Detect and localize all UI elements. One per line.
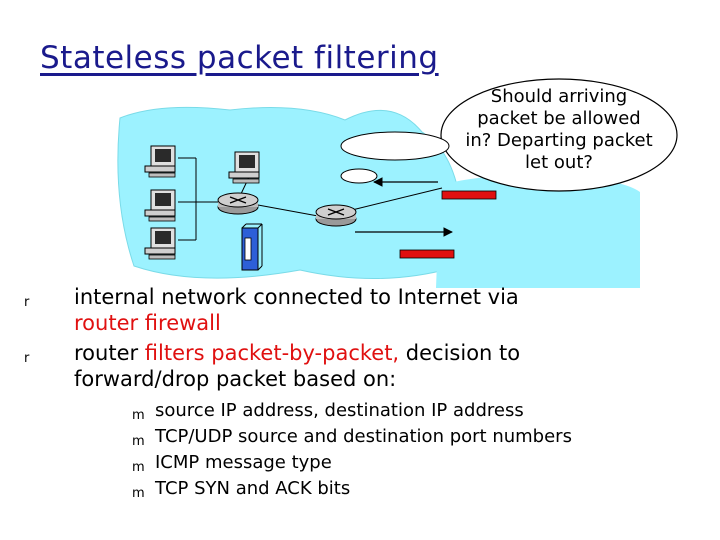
- bubble-line: let out?: [525, 152, 593, 173]
- bullet-item: r router filters packet-by-packet, decis…: [24, 340, 704, 502]
- network-diagram: [117, 78, 678, 288]
- sub-bullet-text: TCP SYN and ACK bits: [155, 478, 351, 499]
- packet-icon: [399, 249, 455, 259]
- thought-circle-large: [340, 131, 450, 161]
- bullet-highlight: router firewall: [74, 311, 221, 335]
- sub-bullet-list: m source IP address, destination IP addre…: [74, 398, 704, 502]
- packet-icon: [441, 190, 497, 200]
- bullet-text: router: [74, 341, 145, 365]
- bubble-line: in? Departing packet: [465, 130, 653, 151]
- sub-bullet-marker: m: [132, 408, 145, 423]
- sub-bullet-marker: m: [132, 486, 145, 501]
- bubble-line: Should arriving: [490, 86, 628, 107]
- bullet-marker: r: [24, 351, 30, 366]
- firewall-icon: [241, 223, 263, 271]
- bullet-list: r internal network connected to Internet…: [24, 284, 704, 506]
- bubble-line: packet be allowed: [477, 108, 641, 129]
- bullet-highlight: filters packet-by-packet,: [144, 341, 400, 365]
- sub-bullet-item: m TCP/UDP source and destination port num…: [132, 424, 704, 450]
- sub-bullet-item: m source IP address, destination IP addre…: [132, 398, 704, 424]
- bullet-marker: r: [24, 295, 30, 310]
- sub-bullet-text: TCP/UDP source and destination port numb…: [155, 426, 572, 447]
- speech-bubble-text: Should arriving packet be allowed in? De…: [456, 86, 662, 174]
- sub-bullet-marker: m: [132, 460, 145, 475]
- sub-bullet-item: m ICMP message type: [132, 450, 704, 476]
- router-icon: [217, 192, 259, 215]
- sub-bullet-text: source IP address, destination IP addres…: [155, 400, 524, 421]
- router-icon: [315, 204, 357, 227]
- bullet-text: decision to: [399, 341, 521, 365]
- speech-bubble: [440, 78, 678, 192]
- slide-title: Stateless packet filtering: [40, 40, 439, 76]
- internet-area: [436, 176, 640, 288]
- sub-bullet-item: m TCP SYN and ACK bits: [132, 476, 704, 502]
- sub-bullet-marker: m: [132, 434, 145, 449]
- thought-circle-small: [340, 168, 378, 184]
- sub-bullet-text: ICMP message type: [155, 452, 332, 473]
- bullet-text: forward/drop packet based on:: [74, 367, 397, 391]
- bullet-text: internal network connected to Internet v…: [74, 285, 519, 309]
- bullet-item: r internal network connected to Internet…: [24, 284, 704, 336]
